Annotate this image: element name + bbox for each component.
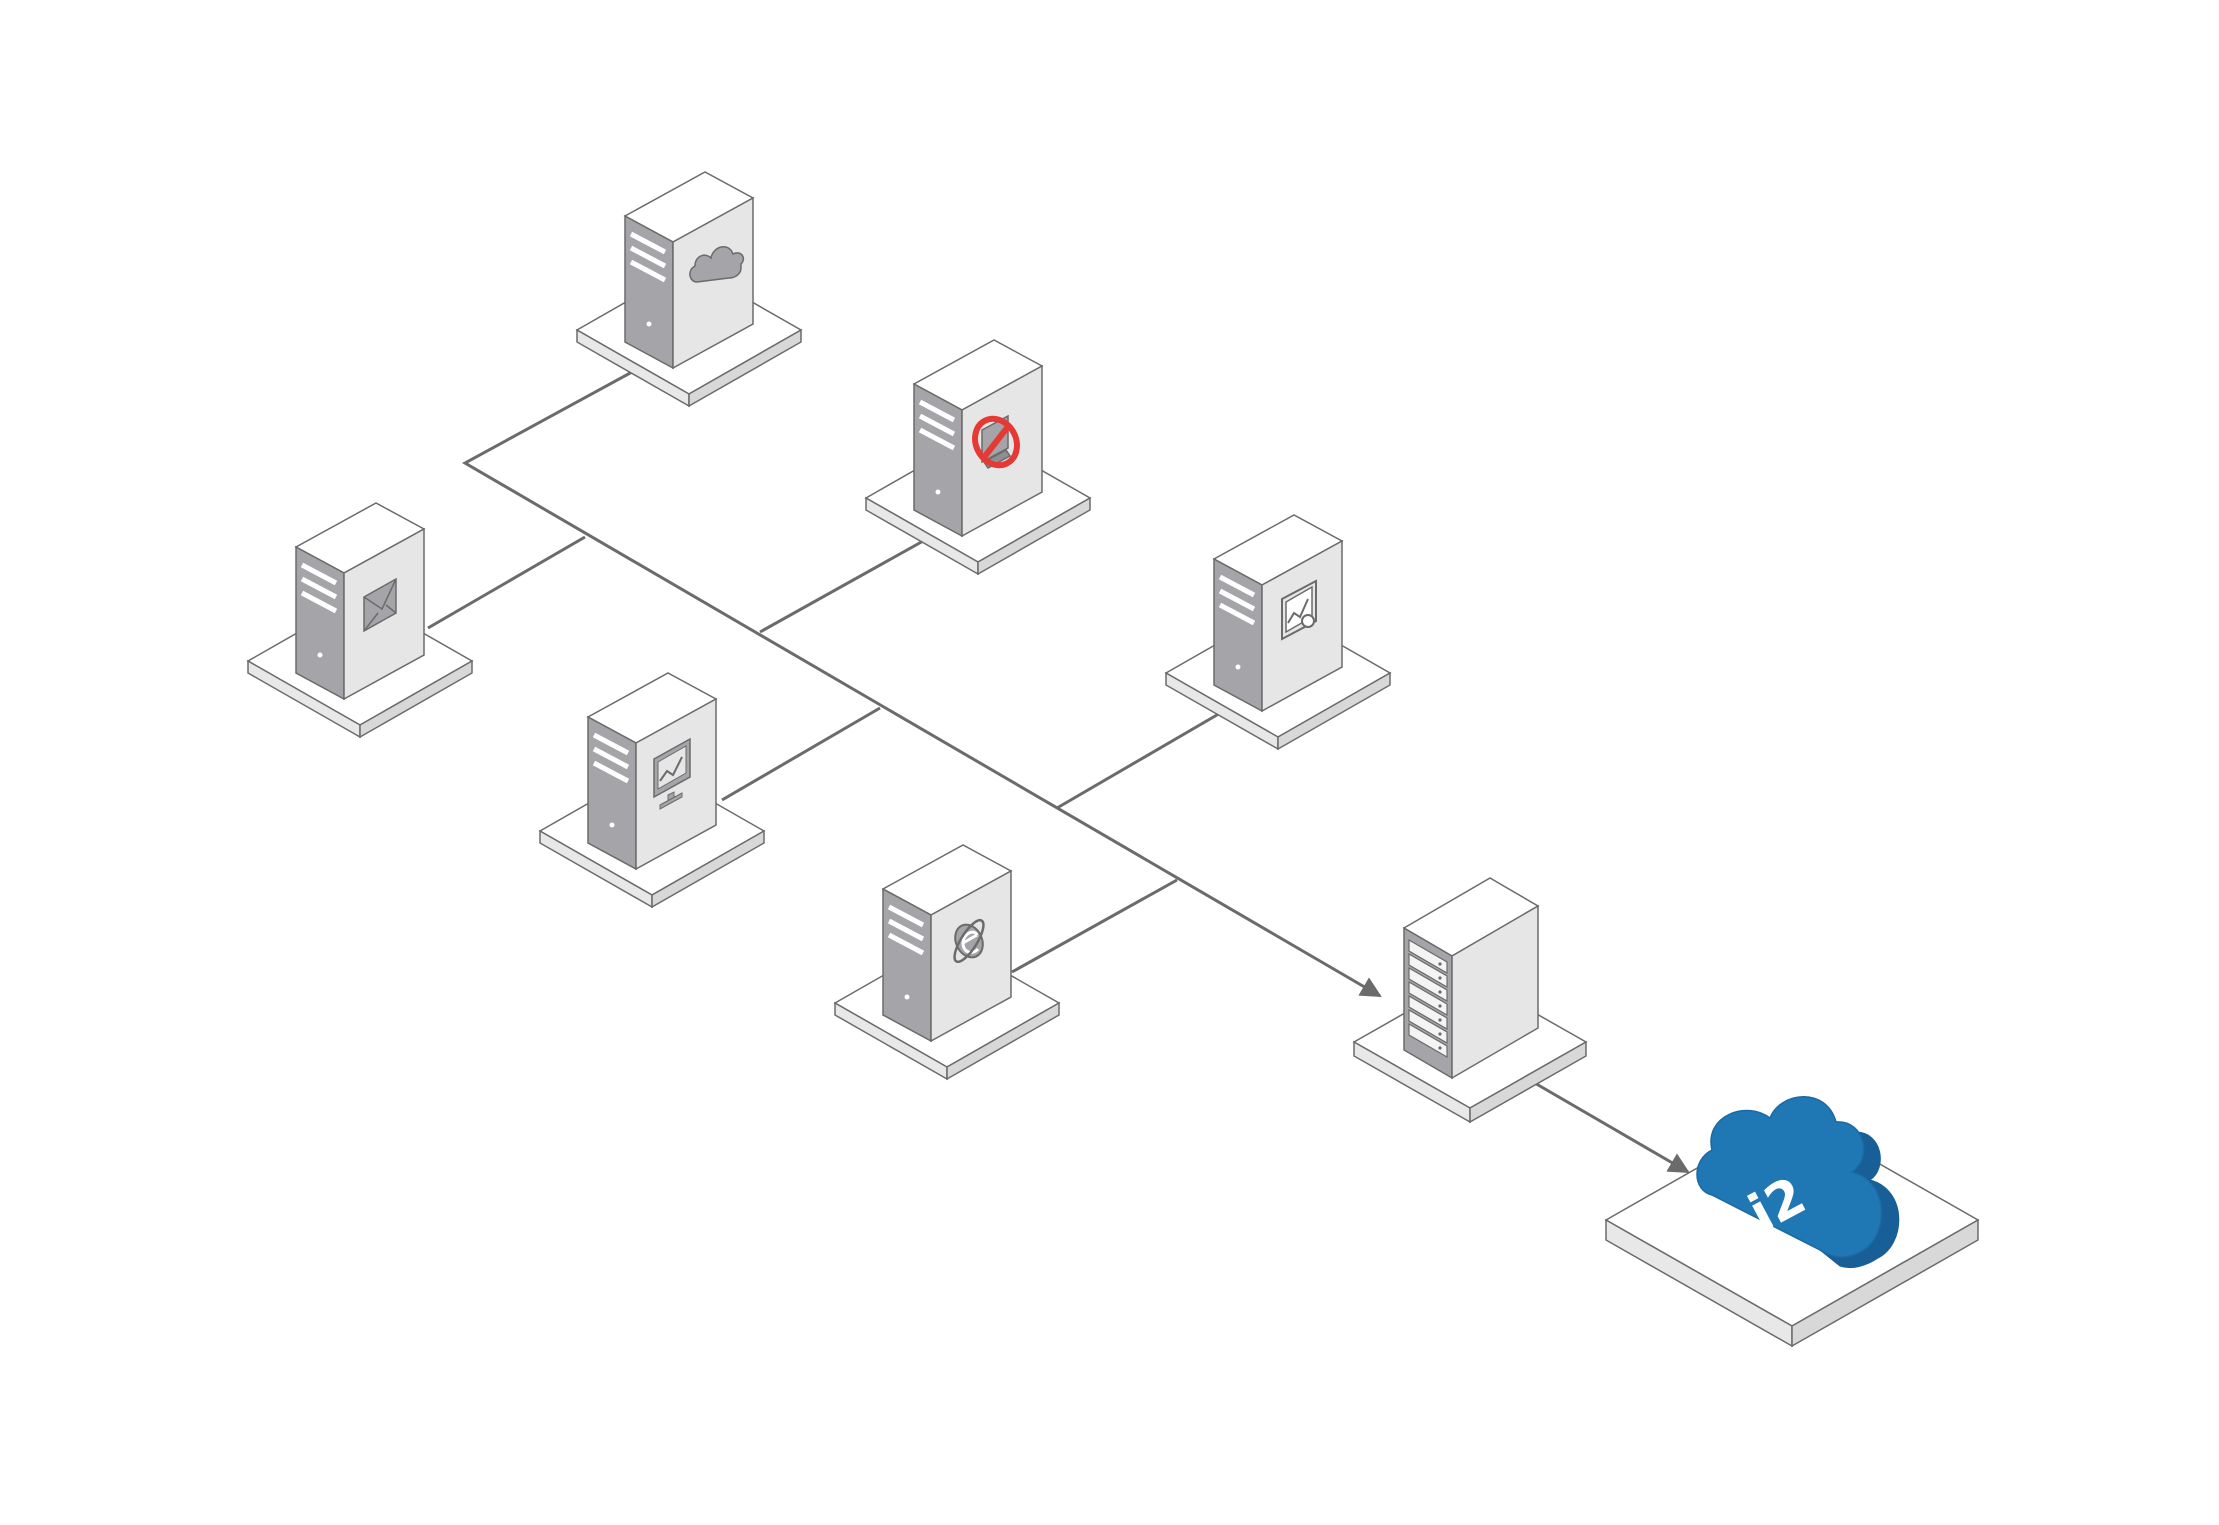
prohibit-icon (972, 414, 1020, 469)
connectors (427, 370, 1690, 1174)
server-node-monitor[interactable] (538, 672, 766, 909)
server-node-web[interactable] (833, 844, 1061, 1081)
branch-blocked (759, 538, 926, 634)
server-rack-icon (1402, 877, 1540, 1080)
server-node-mail[interactable] (246, 502, 474, 739)
branch-web (1011, 878, 1178, 974)
internet-explorer-icon (953, 918, 985, 964)
server-node-blocked[interactable] (864, 339, 1092, 576)
branch-monitor (721, 706, 881, 802)
cloud-icon (689, 246, 745, 283)
server-tower (623, 171, 755, 370)
branch-mail (427, 535, 586, 630)
server-node-cloud[interactable] (575, 171, 803, 408)
trunk-line (461, 370, 1382, 998)
server-tower (881, 844, 1013, 1043)
server-node-analytics[interactable] (1164, 514, 1392, 751)
cloud-icon: i2 (1696, 1096, 1900, 1269)
collector-to-cloud-line (1532, 1080, 1690, 1174)
branch-analytics (1056, 710, 1223, 810)
chart-icon (1281, 579, 1317, 641)
rack-server-node[interactable] (1352, 877, 1588, 1124)
monitor-chart-icon (653, 737, 691, 810)
mail-icon (363, 577, 397, 633)
i2-cloud-node[interactable]: i2 (1604, 1096, 1980, 1348)
